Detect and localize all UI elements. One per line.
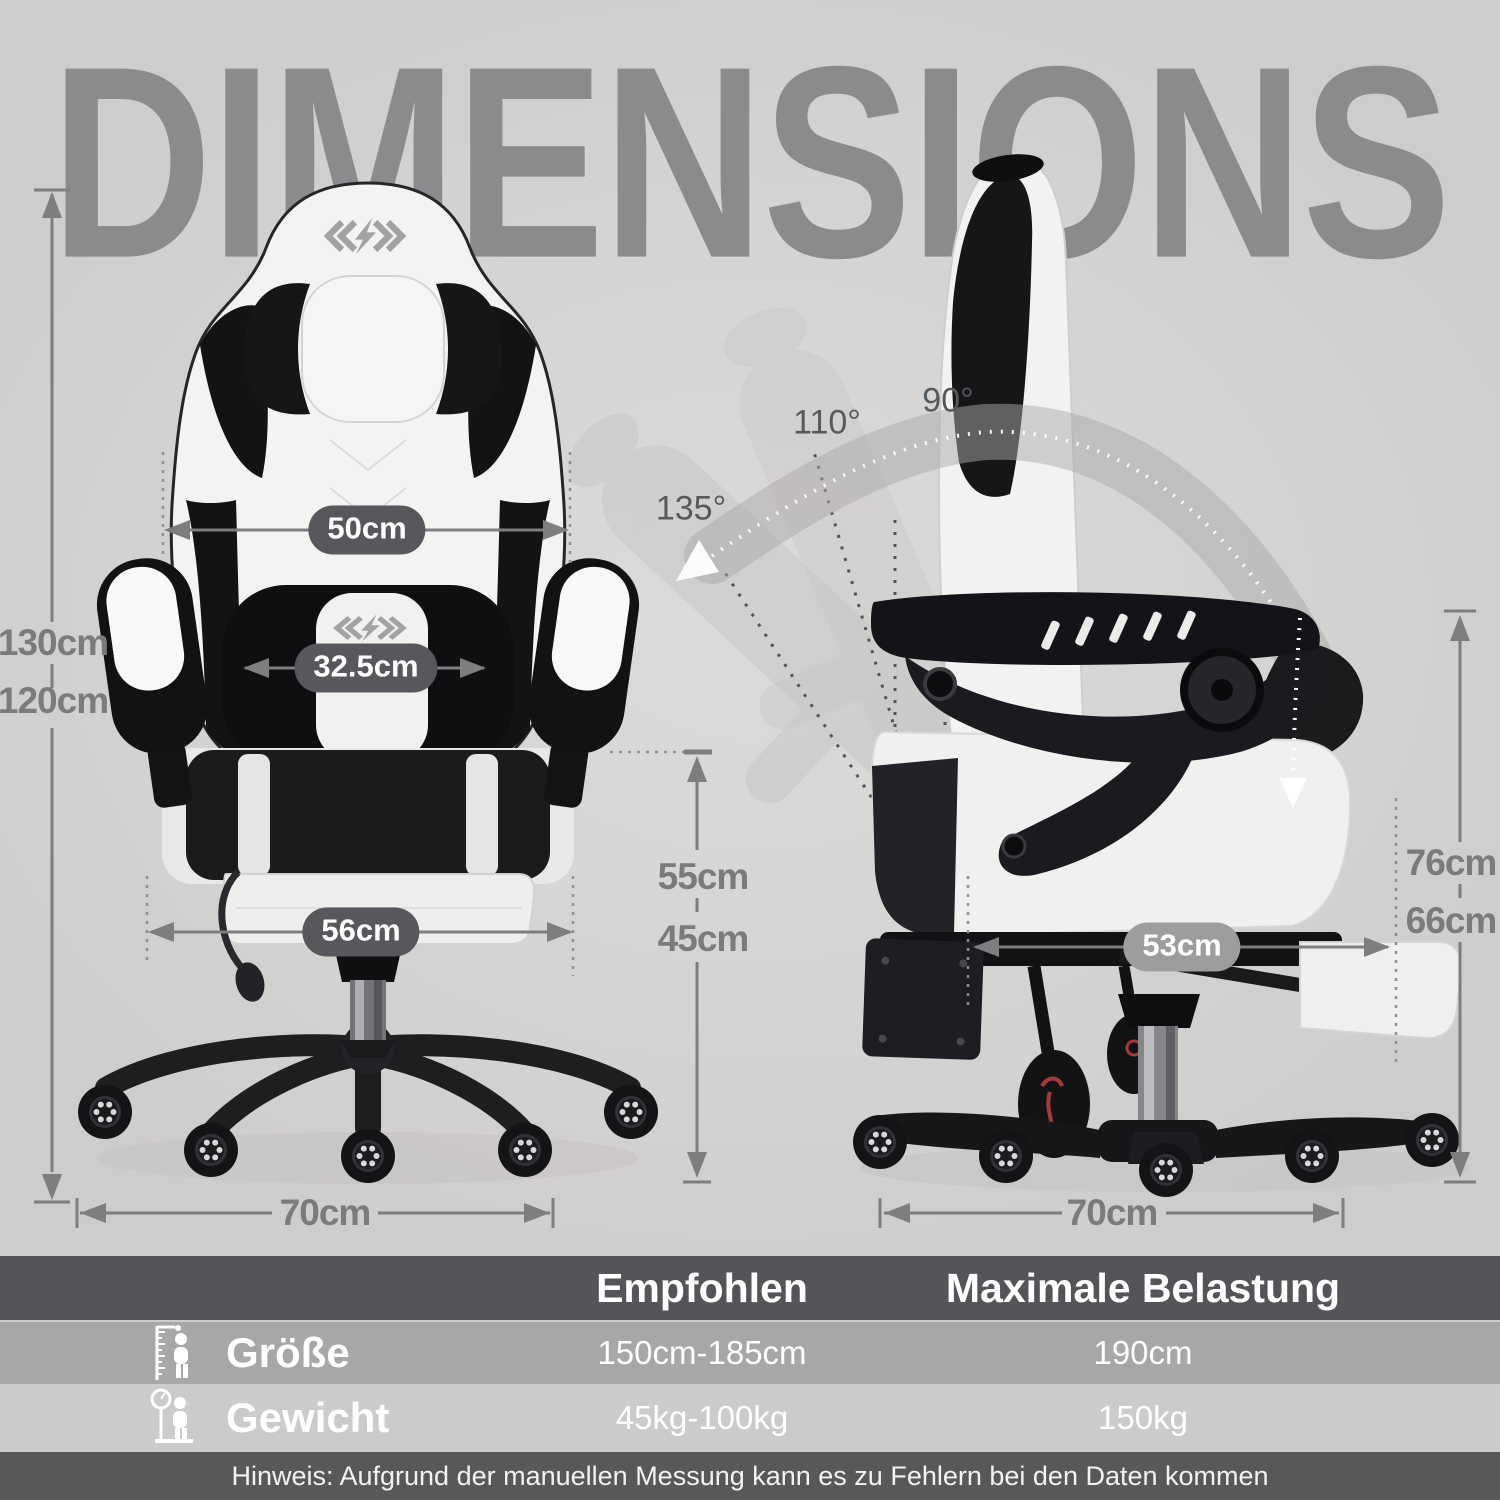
backrest-width-pill: 50cm xyxy=(308,505,426,555)
adjust-lever xyxy=(235,962,265,1002)
dimension-lines xyxy=(34,188,1476,1228)
ghost-backrest-135 xyxy=(567,413,968,804)
angle-110-label: 110° xyxy=(793,403,861,442)
back-height-max-label: 76cm xyxy=(1405,842,1498,883)
lumbar-width-pill: 32.5cm xyxy=(294,643,438,693)
measurement-note: Hinweis: Aufgrund der manuellen Messung … xyxy=(231,1460,1269,1491)
groesse-maximum: 190cm xyxy=(1093,1334,1193,1371)
weight-scale-person-icon xyxy=(150,1388,193,1443)
seat-height-max-label: 55cm xyxy=(657,856,750,897)
row-label-gewicht: Gewicht xyxy=(226,1394,390,1441)
seat-depth-pill: 53cm xyxy=(1123,922,1241,972)
base-width-right-label: 70cm xyxy=(1066,1192,1159,1233)
table-row-gewicht: Gewicht 45kg-100kg 150kg xyxy=(0,1386,1500,1450)
column-recommended: Empfohlen xyxy=(596,1264,808,1311)
gewicht-recommended: 45kg-100kg xyxy=(615,1399,789,1436)
angle-90-label: 90° xyxy=(922,381,974,420)
groesse-recommended: 150cm-185cm xyxy=(597,1334,807,1371)
spec-table-header: Empfohlen Maximale Belastung xyxy=(0,1256,1500,1320)
height-ruler-person-icon xyxy=(155,1325,188,1380)
row-label-groesse: Größe xyxy=(226,1329,350,1376)
base-width-left-label: 70cm xyxy=(279,1192,372,1233)
footrest-side xyxy=(1299,941,1463,1040)
height-max-label: 130cm xyxy=(0,622,109,663)
side-view-chair xyxy=(567,154,1470,1197)
seat-height-min-label: 45cm xyxy=(657,918,750,959)
seat-width-pill: 56cm xyxy=(302,907,420,957)
gewicht-maximum: 150kg xyxy=(1098,1399,1188,1436)
column-maximum: Maximale Belastung xyxy=(945,1264,1341,1311)
table-footer: Hinweis: Aufgrund der manuellen Messung … xyxy=(0,1452,1500,1500)
headrest-pillow xyxy=(301,275,445,423)
angle-reference-lines xyxy=(720,434,952,936)
back-height-min-label: 66cm xyxy=(1405,900,1498,941)
height-min-label: 120cm xyxy=(0,680,109,721)
headrest-drop-arrow xyxy=(1279,778,1307,808)
recline-arrow-head xyxy=(676,540,719,581)
angle-135-label: 135° xyxy=(655,489,727,528)
recline-arc-band xyxy=(684,403,1352,724)
table-row-groesse: Größe 150cm-185cm 190cm xyxy=(0,1322,1500,1384)
